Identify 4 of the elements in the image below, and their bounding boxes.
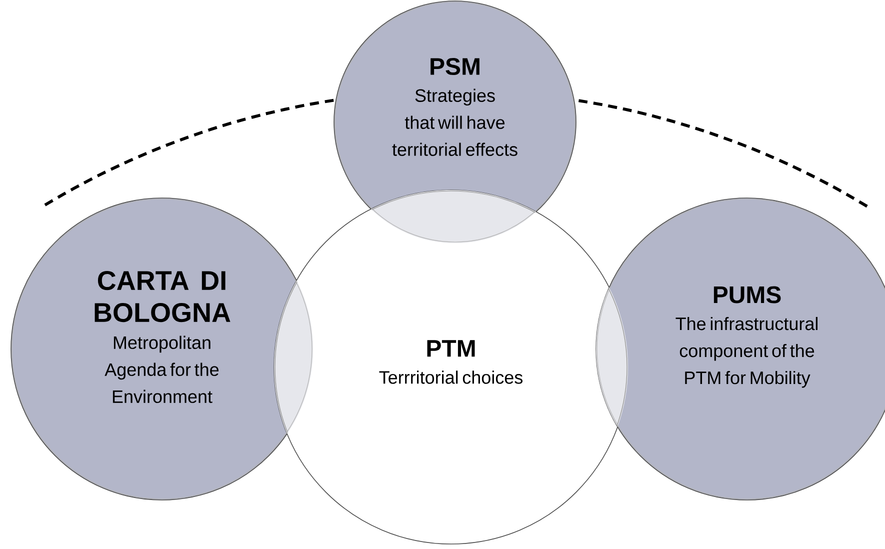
node-label: Terrritorial choices [379,370,523,384]
circle-node: CARTA DI BOLOGNA Metropolitan Agenda for the Environment [10,198,314,500]
circle-node: PUMS The infrastructural component of the PTM for Mobility [596,198,885,500]
node-label: PTM [427,340,475,357]
